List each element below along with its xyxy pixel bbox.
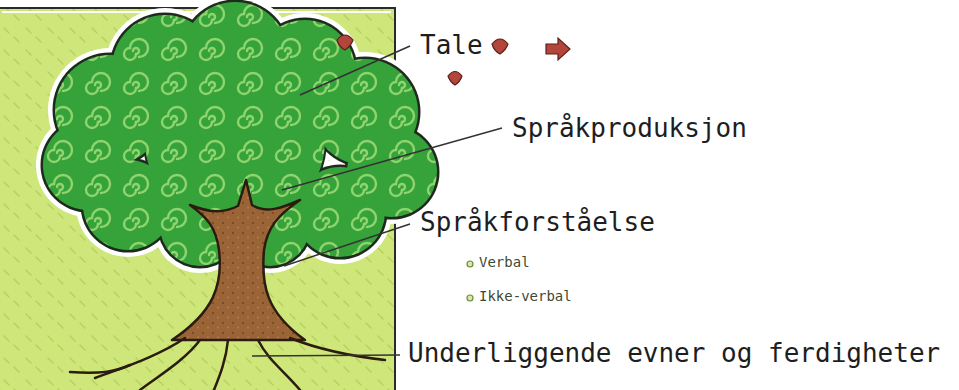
label-comprehension: Språkforståelse bbox=[420, 207, 655, 238]
label-holder: Tale bbox=[420, 30, 483, 61]
tree-roots bbox=[70, 338, 385, 390]
label-foundation: Underliggende evner og ferdigheter bbox=[408, 338, 940, 369]
label-holder: Underliggende evner og ferdigheter bbox=[408, 338, 940, 369]
bullet-text: Ikke-verbal bbox=[479, 288, 572, 305]
tree-trunk bbox=[172, 180, 305, 340]
background-square bbox=[0, 8, 395, 390]
label-production: Språkproduksjon bbox=[512, 113, 747, 144]
label-tale: Tale bbox=[420, 30, 483, 61]
label-holder: Språkproduksjon bbox=[512, 113, 747, 144]
bullet-text: Verbal bbox=[479, 254, 530, 271]
leader-lines bbox=[252, 46, 502, 356]
label-holder: Ikke-verbal bbox=[479, 288, 572, 305]
bullet-markers bbox=[467, 261, 473, 301]
label-holder: Verbal bbox=[479, 254, 530, 271]
label-holder: Språkforståelse bbox=[420, 207, 655, 238]
